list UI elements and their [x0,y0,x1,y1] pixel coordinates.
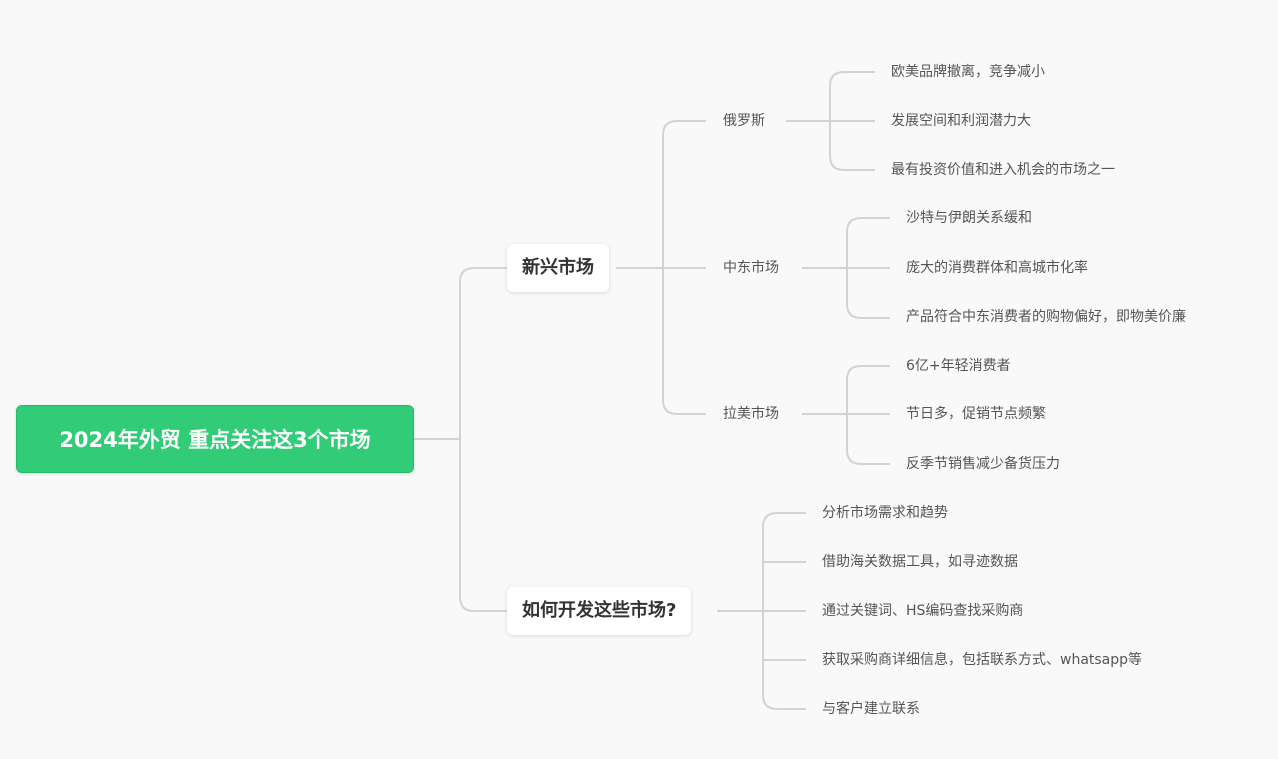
leaf-topic[interactable]: 产品符合中东消费者的购物偏好，即物美价廉 [906,309,1186,325]
root-topic-label: 2024年外贸 重点关注这3个市场 [59,428,371,452]
region-russia[interactable]: 俄罗斯 [723,113,765,129]
leaf-topic[interactable]: 欧美品牌撤离，竞争减小 [891,64,1045,80]
branch-how-to-develop[interactable]: 如何开发这些市场? [507,587,692,635]
leaf-topic[interactable]: 发展空间和利润潜力大 [891,113,1031,129]
branch-label: 新兴市场 [522,257,594,278]
root-topic[interactable]: 2024年外贸 重点关注这3个市场 [16,405,414,473]
region-latin-america[interactable]: 拉美市场 [723,406,779,422]
branch-emerging-markets[interactable]: 新兴市场 [507,244,609,292]
leaf-topic[interactable]: 通过关键词、HS编码查找采购商 [822,603,1024,619]
region-middle-east[interactable]: 中东市场 [723,260,779,276]
branch-label: 如何开发这些市场? [522,600,677,621]
leaf-topic[interactable]: 与客户建立联系 [822,701,920,717]
leaf-topic[interactable]: 最有投资价值和进入机会的市场之一 [891,162,1115,178]
leaf-topic[interactable]: 借助海关数据工具，如寻迹数据 [822,554,1018,570]
leaf-topic[interactable]: 节日多，促销节点频繁 [906,406,1046,422]
leaf-topic[interactable]: 分析市场需求和趋势 [822,505,948,521]
leaf-topic[interactable]: 获取采购商详细信息，包括联系方式、whatsapp等 [822,652,1143,668]
leaf-topic[interactable]: 沙特与伊朗关系缓和 [906,210,1032,226]
leaf-topic[interactable]: 6亿+年轻消费者 [906,358,1011,374]
leaf-topic[interactable]: 反季节销售减少备货压力 [906,456,1060,472]
leaf-topic[interactable]: 庞大的消费群体和高城市化率 [906,260,1088,276]
